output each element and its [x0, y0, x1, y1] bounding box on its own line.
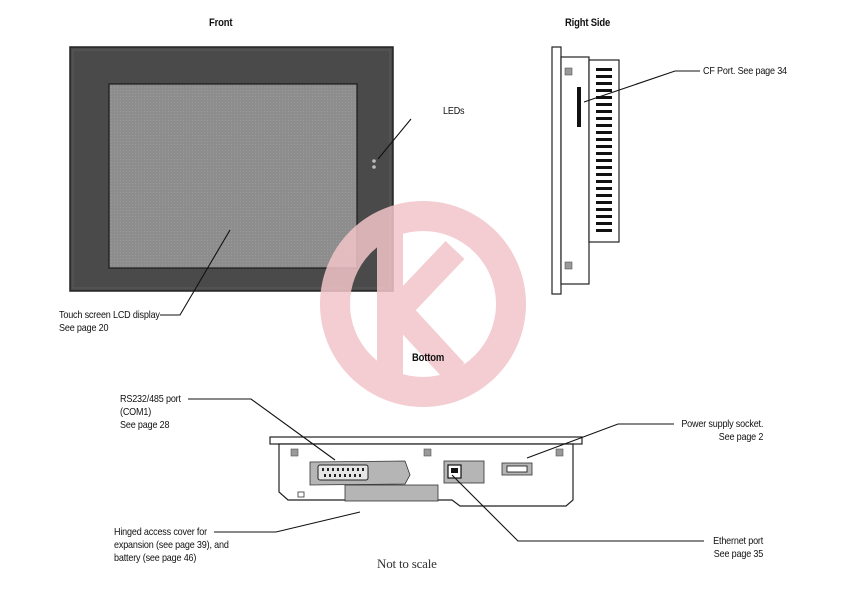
leader-touch-screen — [160, 229, 231, 316]
bottom-screw-right — [555, 448, 564, 457]
bottom-screw-mid — [423, 448, 432, 457]
hinged-cover-label: Hinged access cover for expansion (see p… — [114, 526, 229, 565]
side-bezel — [551, 46, 562, 295]
rs232-line-1: RS232/485 port — [120, 393, 181, 405]
not-to-scale-note: Not to scale — [377, 556, 437, 571]
right-side-heading: Right Side — [565, 17, 611, 29]
touch-screen-lcd — [108, 83, 358, 269]
cf-port-label: CF Port. See page 34 — [703, 65, 787, 77]
touch-screen-label: Touch screen LCD display See page 20 — [59, 309, 160, 335]
touch-screen-line-1: Touch screen LCD display — [59, 309, 160, 321]
leader-power — [526, 423, 674, 459]
side-vent-panel — [588, 59, 620, 243]
side-body — [560, 56, 590, 285]
front-view — [69, 46, 394, 292]
leader-ethernet — [451, 474, 704, 542]
power-line-2: See page 2 — [718, 431, 764, 443]
power-supply-label: Power supply socket. See page 2 — [681, 418, 763, 444]
leader-cf-port — [583, 70, 700, 103]
leader-leds — [377, 118, 412, 160]
bottom-screw-left — [290, 448, 299, 457]
bottom-view — [269, 436, 583, 507]
led-2 — [372, 165, 376, 169]
ethernet-line-1: Ethernet port — [713, 535, 763, 547]
ethernet-label: Ethernet port See page 35 — [713, 535, 763, 561]
rs232-label: RS232/485 port (COM1) See page 28 — [120, 393, 181, 432]
leader-hinged — [214, 511, 361, 533]
hinged-access-cover — [344, 484, 439, 502]
hinged-line-2: expansion (see page 39), and — [114, 539, 229, 551]
right-side-view — [551, 46, 620, 295]
side-screw-bottom — [564, 261, 573, 270]
side-vents — [596, 68, 612, 232]
cf-port-slot — [577, 87, 581, 127]
rs232-line-3: See page 28 — [120, 419, 170, 431]
leds-label: LEDs — [443, 105, 465, 117]
front-bezel-edge — [72, 49, 391, 289]
power-line-1: Power supply socket. — [681, 418, 763, 430]
connector-pins — [322, 468, 364, 477]
bottom-heading: Bottom — [412, 352, 445, 364]
front-heading: Front — [209, 17, 233, 29]
hinged-line-3: battery (see page 46) — [114, 552, 197, 564]
hinged-line-1: Hinged access cover for — [114, 526, 207, 538]
led-1 — [372, 159, 376, 163]
side-screw-top — [564, 67, 573, 76]
touch-screen-line-2: See page 20 — [59, 322, 109, 334]
watermark-logo — [320, 201, 526, 407]
rs232-485-connector — [317, 464, 369, 481]
leader-rs232 — [188, 398, 336, 461]
leader-lines — [160, 70, 704, 542]
ethernet-jack-opening — [451, 468, 458, 473]
bottom-bezel — [269, 436, 583, 445]
ethernet-line-2: See page 35 — [713, 548, 764, 560]
small-mark — [297, 491, 305, 498]
rs232-line-2: (COM1) — [120, 406, 152, 418]
power-socket-opening — [506, 465, 528, 473]
